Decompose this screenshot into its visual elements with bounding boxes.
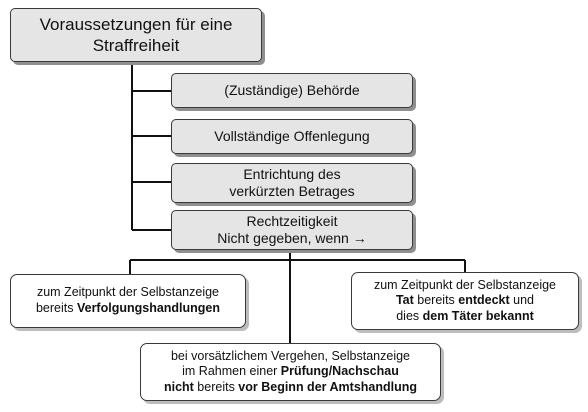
condition-timeliness: Rechtzeitigkeit Nicht gegeben, wenn → bbox=[171, 210, 413, 250]
condition-disclosure: Vollständige Offenlegung bbox=[171, 119, 413, 154]
condition-payment-line2: verkürzten Betrages bbox=[229, 183, 355, 199]
case-discovered-line3: dies dem Täter bekannt bbox=[396, 308, 534, 323]
condition-disclosure-label: Vollständige Offenlegung bbox=[214, 127, 370, 144]
case-prosecution-line2: bereits Verfolgungshandlungen bbox=[35, 301, 221, 315]
root-box: Voraussetzungen für eine Straffreiheit bbox=[10, 8, 262, 62]
root-line1: Voraussetzungen für eine bbox=[39, 14, 233, 34]
condition-authority-label: (Zuständige) Behörde bbox=[224, 81, 360, 98]
condition-timeliness-line2: Nicht gegeben, wenn → bbox=[217, 230, 367, 246]
case-audit-line2: im Rahmen einer Prüfung/Nachschau bbox=[182, 364, 399, 379]
root-line2: Straffreiheit bbox=[92, 36, 180, 55]
case-prosecution: zum Zeitpunkt der Selbstanzeige bereits … bbox=[10, 274, 246, 328]
condition-authority: (Zuständige) Behörde bbox=[171, 73, 413, 108]
case-discovered-line1: zum Zeitpunkt der Selbstanzeige bbox=[373, 277, 557, 292]
case-discovered: zum Zeitpunkt der Selbstanzeige Tat bere… bbox=[351, 272, 579, 330]
condition-payment: Entrichtung des verkürzten Betrages bbox=[171, 163, 413, 203]
case-audit-line1: bei vorsätzlichem Vergehen, Selbstanzeig… bbox=[170, 348, 411, 363]
condition-payment-line1: Entrichtung des bbox=[243, 165, 341, 182]
case-audit: bei vorsätzlichem Vergehen, Selbstanzeig… bbox=[140, 343, 441, 401]
case-prosecution-line1: zum Zeitpunkt der Selbstanzeige bbox=[36, 285, 220, 300]
case-discovered-line2: Tat bereits entdeckt und bbox=[395, 293, 535, 308]
case-audit-line3: nicht bereits vor Beginn der Amtshandlun… bbox=[163, 379, 418, 394]
condition-timeliness-line1: Rechtzeitigkeit bbox=[246, 212, 338, 229]
